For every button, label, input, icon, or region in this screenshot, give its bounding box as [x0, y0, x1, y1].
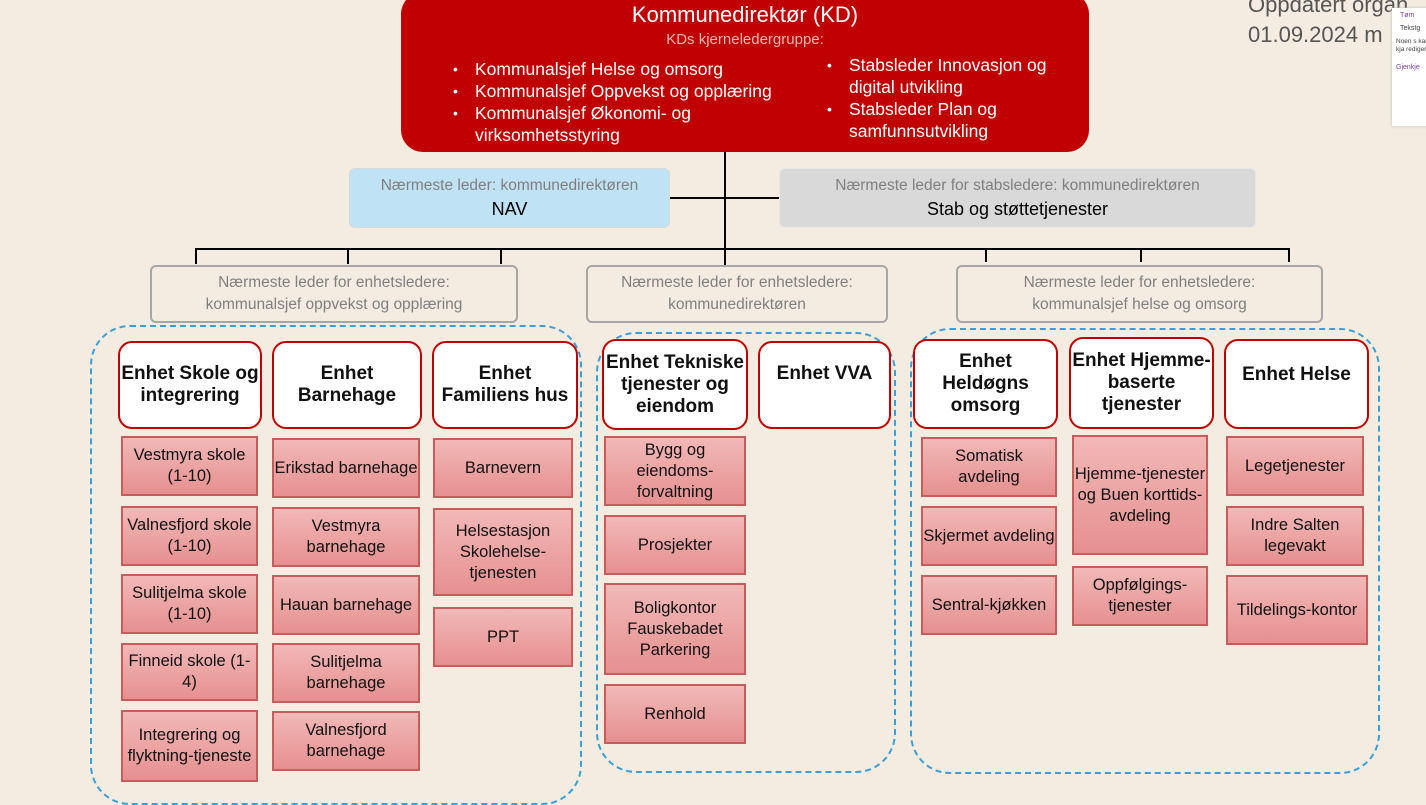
stab-note: Nærmeste leder for stabsledere: kommuned… — [835, 176, 1200, 194]
subunit-box: Valnesfjord barnehage — [272, 711, 420, 771]
manager-line: kommunalsjef helse og omsorg — [1032, 296, 1247, 313]
subunit-box: Bygg og eiendoms-forvaltning — [604, 436, 746, 506]
manager-line: Nærmeste leder for enhetsledere: — [621, 274, 853, 291]
manager-line: Nærmeste leder for enhetsledere: — [218, 274, 450, 291]
subunit-box: Tildelings-kontor — [1226, 575, 1368, 645]
subunit-box: Integrering og flyktning-tjeneste — [121, 710, 258, 782]
stab-title: Stab og støttetjenester — [926, 198, 1109, 219]
kjerneleder-item: Stabsleder Plan og samfunnsutvikling — [823, 98, 1029, 142]
subunit-box: Helsestasjon Skolehelse-tjenesten — [433, 508, 573, 596]
subunit-box: Sulitjelma barnehage — [272, 643, 420, 703]
nav-box: Nærmeste leder: kommunedirektøren NAV — [349, 168, 670, 228]
connector-stab — [725, 197, 780, 199]
unit-hjemmebaserte: Enhet Hjemme-baserte tjenester — [1069, 337, 1214, 429]
manager-line: Nærmeste leder for enhetsledere: — [1023, 274, 1256, 291]
subunit-box: Hjemme-tjenester og Buen korttids-avdeli… — [1072, 435, 1208, 555]
unit-tekniske: Enhet Tekniske tjenester og eiendom — [602, 339, 748, 430]
subunit-box: Finneid skole (1-4) — [121, 643, 258, 701]
connector-drop-right2 — [1140, 248, 1142, 262]
connector-drop-left — [195, 248, 197, 264]
group-helse — [910, 328, 1380, 774]
panel-text: Noen s kan kja rediger — [1396, 38, 1426, 53]
kjerneleder-list-left: Kommunalsjef Helse og omsorg Kommunalsje… — [449, 58, 809, 146]
panel-heading: Tekstg — [1400, 25, 1421, 32]
manager-line: kommunalsjef oppvekst og opplæring — [205, 296, 463, 313]
stab-box: Nærmeste leder for stabsledere: kommuned… — [779, 168, 1256, 228]
subunit-box: Hauan barnehage — [272, 575, 420, 635]
manager-box-oppvekst: Nærmeste leder for enhetsledere: kommuna… — [150, 265, 518, 323]
kommunedirektor-title: Kommunedirektør (KD) — [631, 2, 859, 27]
connector-trunk — [724, 152, 726, 249]
unit-helse: Enhet Helse — [1224, 339, 1369, 429]
kjerneleder-list-right: Stabsleder Innovasjon og digital utvikli… — [823, 54, 1073, 142]
subunit-box: Sulitjelma skole (1-10) — [121, 574, 258, 634]
connector-drop-right1 — [985, 248, 987, 262]
connector-drop-mid — [724, 248, 726, 266]
subunit-box: Sentral-kjøkken — [921, 575, 1057, 635]
subunit-box: Valnesfjord skole (1-10) — [121, 506, 258, 566]
manager-line: kommunedirektøren — [668, 296, 806, 313]
manager-box-kd: Nærmeste leder for enhetsledere: kommune… — [586, 265, 888, 323]
panel-link[interactable]: Gjenkje — [1396, 64, 1420, 71]
nav-title: NAV — [491, 198, 528, 219]
subunit-box: Oppfølgings-tjenester — [1072, 566, 1208, 626]
unit-skole-integrering: Enhet Skole og integrering — [118, 341, 262, 429]
subunit-box: Somatisk avdeling — [921, 437, 1057, 497]
subunit-box: Prosjekter — [604, 515, 746, 575]
kjerneleder-item: Kommunalsjef Oppvekst og opplæring — [449, 80, 809, 102]
group-kd — [596, 332, 896, 773]
subunit-box: Legetjenester — [1226, 436, 1364, 496]
unit-vva: Enhet VVA — [758, 341, 891, 429]
kommunedirektor-box: Kommunedirektør (KD) KDs kjerneledergrup… — [401, 0, 1089, 152]
subunit-box: PPT — [433, 607, 573, 667]
unit-barnehage: Enhet Barnehage — [272, 341, 422, 429]
subunit-box: Vestmyra skole (1-10) — [121, 436, 258, 496]
subunit-box: Indre Salten legevakt — [1226, 506, 1364, 566]
connector-drop-right3 — [1288, 248, 1290, 262]
unit-familiens-hus: Enhet Familiens hus — [432, 341, 578, 429]
nav-note: Nærmeste leder: kommunedirektøren — [380, 176, 639, 194]
kjerneleder-item: Kommunalsjef Helse og omsorg — [449, 58, 809, 80]
side-panel-overlay[interactable]: Tøm Tekstg Noen s kan kja rediger Gjenkj… — [1392, 8, 1426, 126]
updated-line2: 01.09.2024 m — [1248, 22, 1383, 47]
kjerneleder-item: Stabsleder Innovasjon og digital utvikli… — [823, 54, 1073, 98]
kjerneleder-item: Kommunalsjef Økonomi- og virksomhetsstyr… — [449, 102, 725, 146]
panel-clear-link[interactable]: Tøm — [1400, 12, 1415, 19]
connector-nav — [670, 197, 725, 199]
subunit-box: Boligkontor Fauskebadet Parkering — [604, 583, 746, 675]
connector-horizontal — [195, 248, 1290, 250]
subunit-box: Barnevern — [433, 438, 573, 498]
subunit-box: Renhold — [604, 684, 746, 744]
updated-note: Oppdatert organ 01.09.2024 m — [1248, 0, 1408, 50]
subunit-box: Vestmyra barnehage — [272, 507, 420, 567]
unit-heldogns: Enhet Heldøgns omsorg — [913, 339, 1058, 429]
kjerneledergruppe-subtitle: KDs kjerneledergruppe: — [666, 31, 824, 48]
connector-drop-left3 — [500, 248, 502, 264]
manager-box-helse: Nærmeste leder for enhetsledere: kommuna… — [956, 265, 1323, 323]
subunit-box: Erikstad barnehage — [272, 438, 420, 498]
connector-drop-left2 — [347, 248, 349, 264]
updated-line1: Oppdatert organ — [1248, 0, 1409, 17]
subunit-box: Skjermet avdeling — [921, 506, 1057, 566]
